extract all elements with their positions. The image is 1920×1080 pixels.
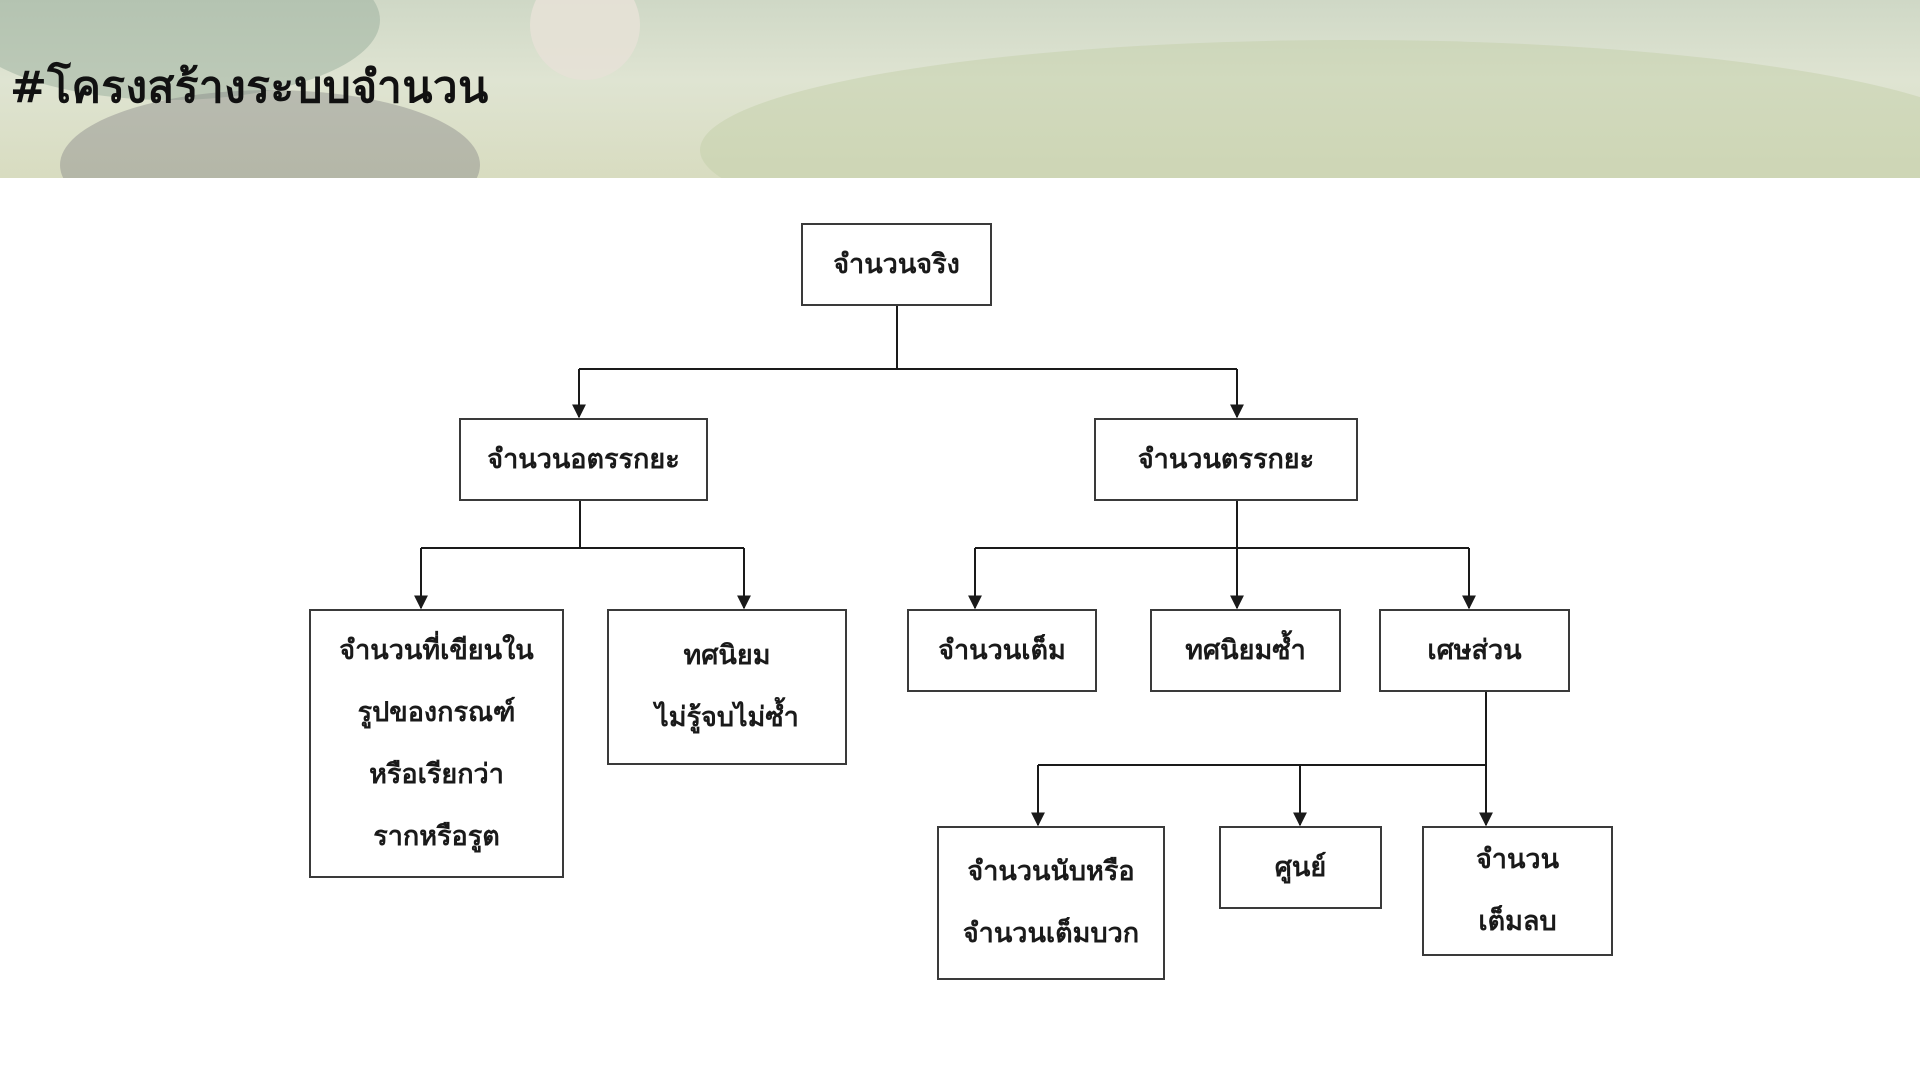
- node-roots-line-1: จำนวนที่เขียนใน: [339, 634, 534, 666]
- node-rational-numbers-line-1: จำนวนตรรกยะ: [1137, 443, 1315, 475]
- node-nonrepeating-decimals-line-1: ทศนิยม: [683, 640, 771, 671]
- node-zero: ศูนย์: [1219, 826, 1382, 909]
- node-repeating-decimals: ทศนิยมซ้ำ: [1150, 609, 1341, 692]
- node-natural-numbers-line-1: จำนวนนับหรือ: [967, 856, 1135, 887]
- page-title: #โครงสร้างระบบจำนวน: [10, 62, 489, 113]
- node-nonrepeating-decimals: ทศนิยม ไม่รู้จบไม่ซ้ำ: [607, 609, 847, 765]
- node-zero-line-1: ศูนย์: [1274, 851, 1327, 883]
- node-irrational-numbers: จำนวนอตรรกยะ: [459, 418, 708, 501]
- node-negative-integers-line-2: เต็มลบ: [1478, 906, 1557, 937]
- node-natural-numbers: จำนวนนับหรือ จำนวนเต็มบวก: [937, 826, 1165, 980]
- node-real-numbers-line-1: จำนวนจริง: [833, 248, 960, 280]
- node-repeating-decimals-line-1: ทศนิยมซ้ำ: [1185, 634, 1306, 666]
- node-fractions-line-1: เศษส่วน: [1427, 634, 1522, 666]
- node-rational-numbers: จำนวนตรรกยะ: [1094, 418, 1358, 501]
- node-real-numbers: จำนวนจริง: [801, 223, 992, 306]
- node-nonrepeating-decimals-line-2: ไม่รู้จบไม่ซ้ำ: [655, 702, 799, 733]
- node-roots-line-2: รูปของกรณฑ์: [357, 696, 516, 728]
- node-roots: จำนวนที่เขียนใน รูปของกรณฑ์ หรือเรียกว่า…: [309, 609, 564, 878]
- node-negative-integers: จำนวน เต็มลบ: [1422, 826, 1613, 956]
- node-roots-line-3: หรือเรียกว่า: [369, 758, 504, 790]
- node-natural-numbers-line-2: จำนวนเต็มบวก: [962, 918, 1140, 949]
- node-irrational-numbers-line-1: จำนวนอตรรกยะ: [487, 443, 680, 475]
- node-integers-line-1: จำนวนเต็ม: [938, 634, 1066, 666]
- node-fractions: เศษส่วน: [1379, 609, 1570, 692]
- node-integers: จำนวนเต็ม: [907, 609, 1097, 692]
- node-negative-integers-line-1: จำนวน: [1475, 844, 1560, 875]
- header-banner: #โครงสร้างระบบจำนวน: [0, 0, 1920, 178]
- node-roots-line-4: รากหรือรูต: [373, 820, 500, 852]
